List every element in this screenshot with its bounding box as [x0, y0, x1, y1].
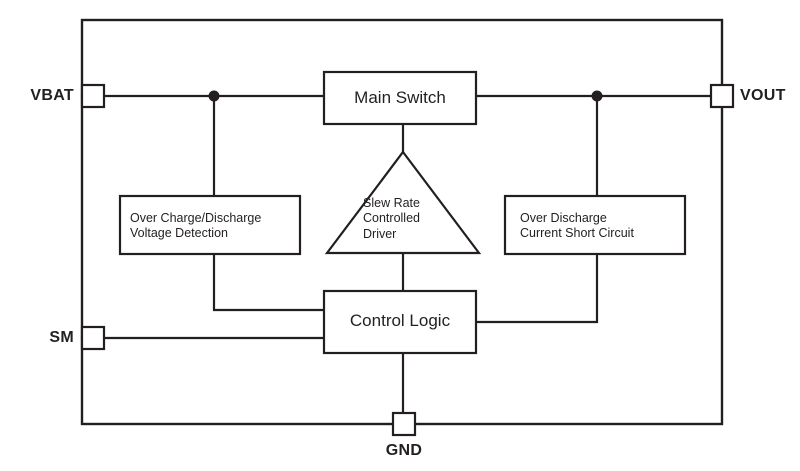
wire-over-discharge-to-control-logic [474, 252, 599, 324]
wire-detection-to-control-logic [212, 252, 326, 312]
block-control-logic[interactable] [322, 289, 478, 355]
pin-pad-vout[interactable] [709, 83, 735, 109]
pin-pad-sm[interactable] [80, 325, 106, 351]
pin-label-vbat: VBAT [30, 87, 74, 104]
junction-dot-vbat [208, 90, 220, 102]
block-main-switch[interactable] [322, 70, 478, 126]
block-over-charge-discharge-voltage-detection[interactable] [118, 194, 302, 256]
junction-dot-vout [591, 90, 603, 102]
block-over-discharge-current-short-circuit[interactable] [503, 194, 687, 256]
block-label-control-logic: Control Logic [349, 311, 451, 330]
block-label-main-switch: Main Switch [354, 88, 446, 107]
pin-pad-vbat[interactable] [80, 83, 106, 109]
pin-label-vout: VOUT [740, 87, 786, 104]
block-label-slew-rate-controlled-driver: Slew Rate Controlled Driver [363, 196, 420, 241]
block-label-over-charge-discharge-voltage-detection: Over Charge/Discharge Voltage Detection [130, 211, 262, 241]
pin-label-gnd: GND [385, 442, 423, 459]
pin-pad-gnd[interactable] [391, 411, 417, 437]
block-slew-rate-controlled-driver[interactable] [324, 150, 482, 255]
pin-label-sm: SM [49, 329, 74, 346]
block-label-over-discharge-current-short-circuit: Over Discharge Current Short Circuit [520, 211, 634, 241]
